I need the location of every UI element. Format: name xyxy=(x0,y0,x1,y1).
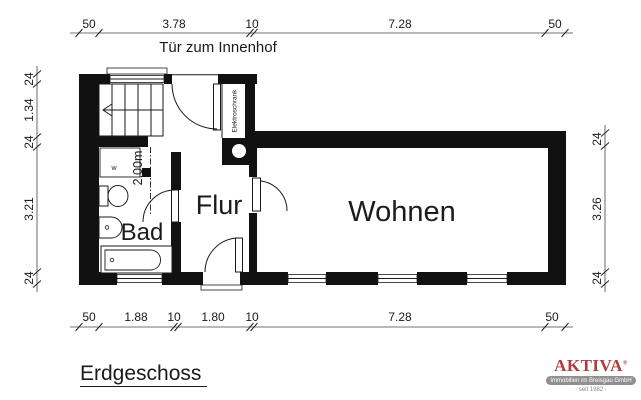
wall-bad-flur-upper xyxy=(171,152,181,190)
dim-bottom-3: 1.80 xyxy=(201,310,225,324)
room-label-flur: Flur xyxy=(196,190,243,220)
room-label-wohnen: Wohnen xyxy=(348,196,456,228)
dim-left-0: 24 xyxy=(22,72,36,86)
dim-left-3: 3.21 xyxy=(22,197,36,221)
door-flur-exterior-opening xyxy=(203,272,240,285)
logo-registered-mark: ® xyxy=(622,360,628,367)
door-bad-leaf xyxy=(171,189,179,223)
elektroschrank-label: Elektroschrank xyxy=(232,89,239,133)
dim-bottom-6: 50 xyxy=(545,310,559,324)
logo-name-text: AKTIVA xyxy=(554,356,623,375)
washer-label: w xyxy=(110,165,117,172)
room-label-bad: Bad xyxy=(121,219,164,246)
dim-left-4: 24 xyxy=(22,271,36,285)
floor-label: Erdgeschoss xyxy=(80,362,201,385)
wall-flur-wohnen-lower xyxy=(249,213,257,272)
door-flur-exterior-swing xyxy=(204,237,240,273)
wall-top-wohnen xyxy=(249,131,566,148)
chimney-flue-icon xyxy=(232,144,246,158)
stair-direction-arrow-icon xyxy=(102,103,113,117)
dim-bottom-5: 7.28 xyxy=(388,310,412,324)
dim-bottom-2: 10 xyxy=(167,310,181,324)
door-innenhof-leaf xyxy=(213,83,221,131)
door-flur-exterior-threshold xyxy=(200,284,243,291)
dim-top-3: 7.28 xyxy=(388,17,412,31)
wall-right xyxy=(548,131,566,285)
dim-bottom-4: 10 xyxy=(245,310,259,324)
elektroschrank-closet: Elektroschrank xyxy=(221,84,239,138)
understair-niche: w 2.00m xyxy=(99,147,151,215)
door-innenhof xyxy=(171,83,221,131)
top-wall-openings xyxy=(106,67,218,84)
wall-top-left-section xyxy=(79,74,257,84)
door-innenhof-opening xyxy=(172,74,218,84)
dim-bottom-0: 50 xyxy=(82,310,96,324)
wall-closet-right xyxy=(245,84,255,138)
dim-right-0: 24 xyxy=(590,132,604,146)
door-flur-exterior-leaf xyxy=(235,237,243,273)
door-wohnen xyxy=(252,177,288,212)
dimension-chain-bottom: 50 1.88 10 1.80 10 7.28 50 xyxy=(70,310,573,332)
dim-left-1: 1.34 xyxy=(22,98,36,122)
dimension-chain-right: 24 3.26 24 xyxy=(590,125,610,292)
logo-tagline-pill: Immobilien im Breisgau GmbH xyxy=(546,376,636,385)
logo-since-text: · seit 1982 · xyxy=(575,387,607,393)
dim-top-4: 50 xyxy=(548,17,562,31)
logo-wordmark: AKTIVA® xyxy=(544,357,638,374)
washer-niche-outline xyxy=(99,147,141,178)
sink-icon xyxy=(98,216,123,239)
bathroom-fixtures xyxy=(98,185,173,274)
wall-under-stairs xyxy=(99,136,148,147)
wall-bad-flur-lower xyxy=(171,222,181,272)
door-note-label: Tür zum Innenhof xyxy=(159,39,277,56)
dim-top-0: 50 xyxy=(82,17,96,31)
dim-top-1: 3.78 xyxy=(162,17,186,31)
dim-left-2: 24 xyxy=(22,135,36,149)
door-bad xyxy=(142,189,179,223)
door-bad-swing xyxy=(142,189,176,223)
height-2m-label: 2.00m xyxy=(131,151,145,186)
door-flur-exterior xyxy=(204,237,243,273)
window-stairs-sill xyxy=(106,67,168,75)
door-innenhof-swing xyxy=(171,83,218,130)
door-wohnen-swing xyxy=(260,180,288,212)
logo: AKTIVA® Immobilien im Breisgau GmbH · se… xyxy=(544,357,638,393)
staircase xyxy=(98,83,164,137)
dim-right-1: 3.26 xyxy=(590,197,604,221)
dimension-chain-top: 50 3.78 10 7.28 50 xyxy=(70,17,573,38)
door-wohnen-leaf xyxy=(252,177,261,212)
dimension-chain-left: 24 1.34 24 3.21 24 xyxy=(22,66,42,292)
chimney xyxy=(222,138,257,165)
bottom-wall-openings xyxy=(116,272,508,291)
wall-left xyxy=(79,74,99,285)
bathtub-icon xyxy=(100,245,173,274)
dim-right-2: 24 xyxy=(590,271,604,285)
dim-bottom-1: 1.88 xyxy=(124,310,148,324)
toilet-icon xyxy=(98,185,129,207)
dim-top-2: 10 xyxy=(245,17,259,31)
wall-stub-niche xyxy=(142,168,151,177)
